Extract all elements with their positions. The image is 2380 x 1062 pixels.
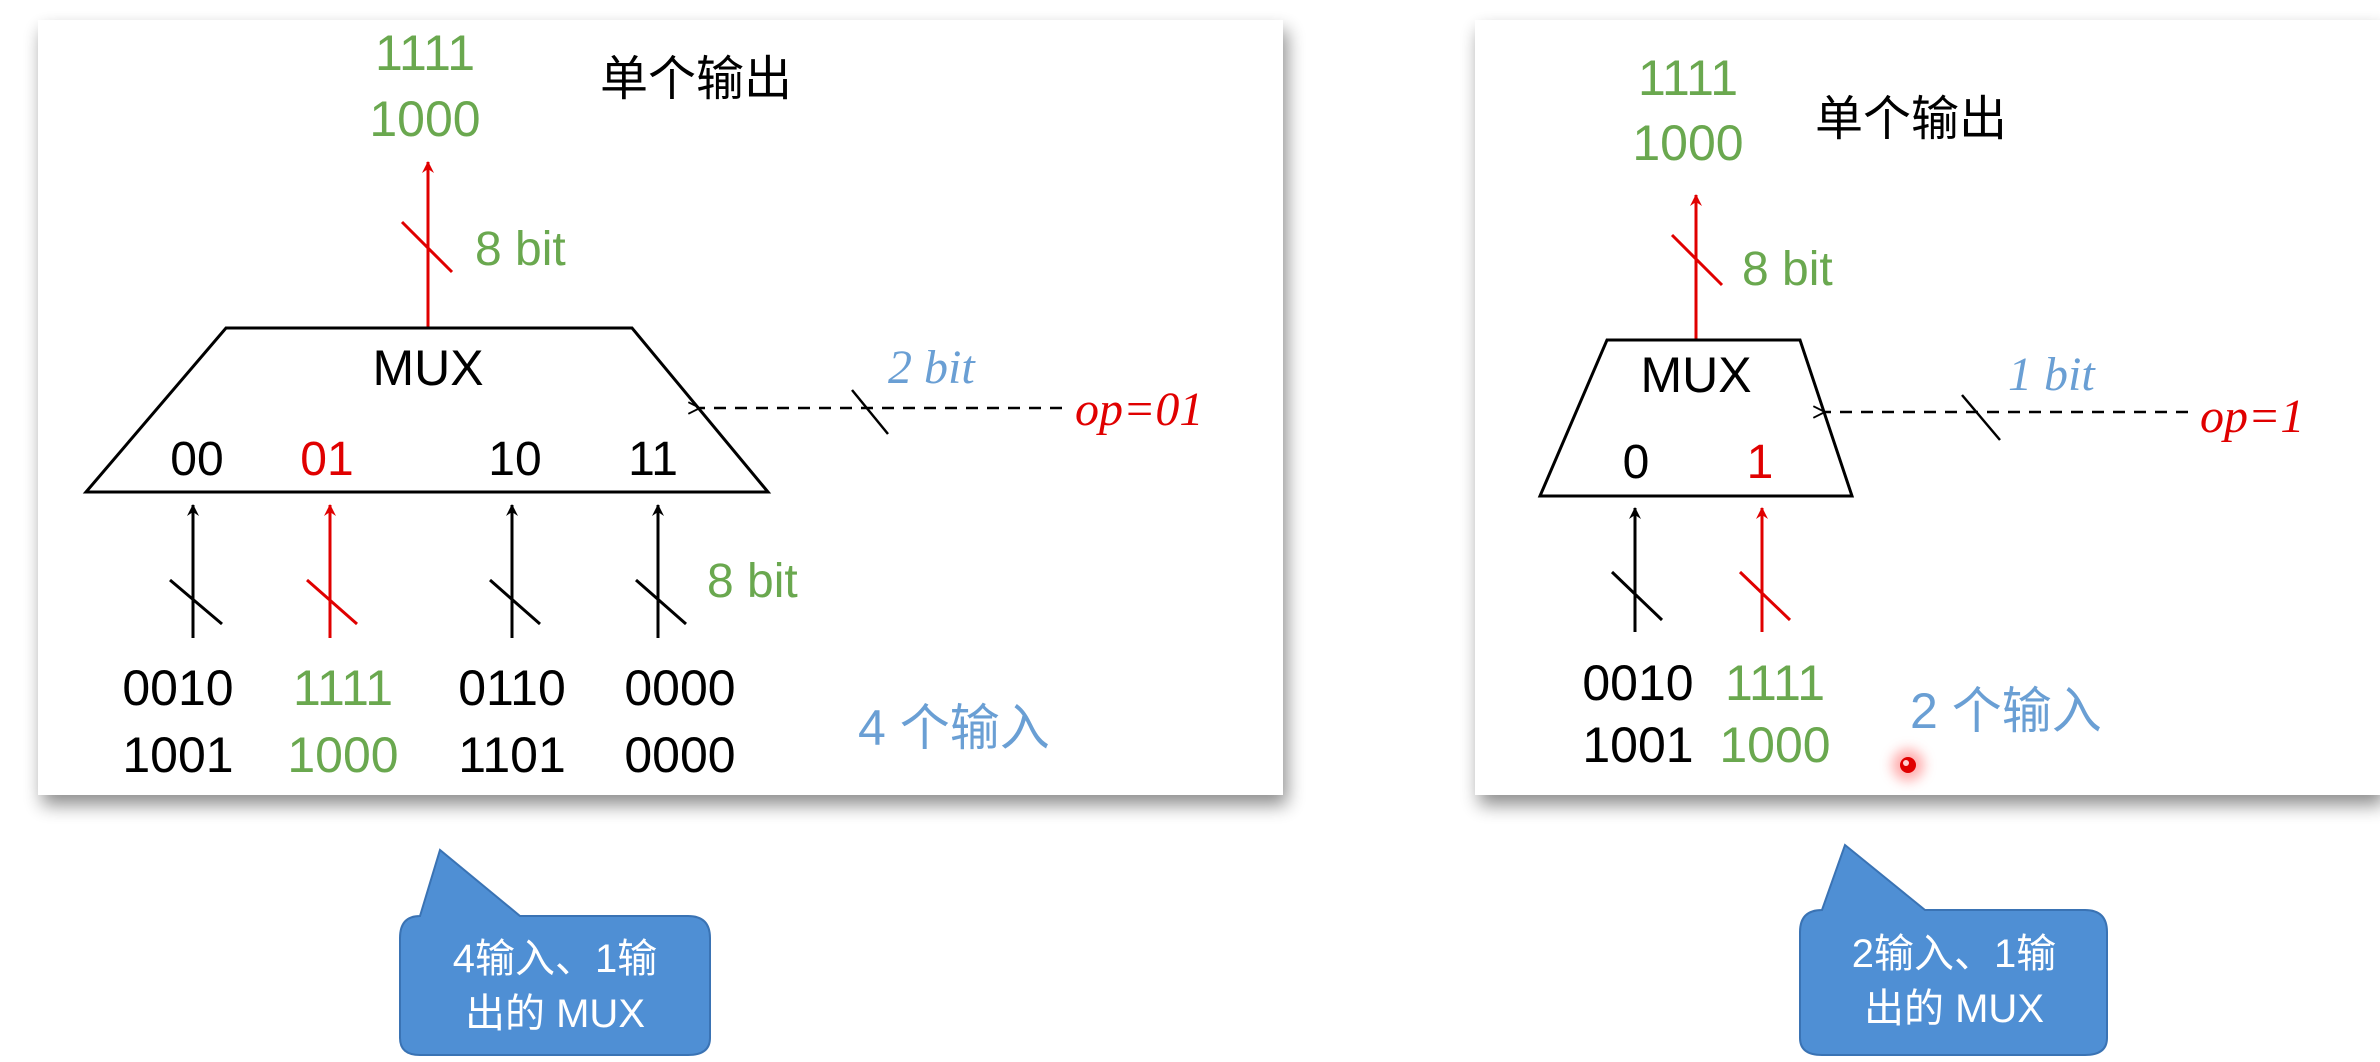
left-input-0-line1: 0010 — [122, 660, 233, 716]
right-callout: 2输入、1输 出的 MUX — [1799, 843, 2108, 1056]
left-input-1-line1: 1111 — [293, 660, 393, 716]
right-input-0-line1: 0010 — [1582, 655, 1693, 711]
left-callout-bubble — [399, 848, 711, 1056]
right-input-1-line2: 1000 — [1719, 717, 1830, 773]
left-mux-body — [82, 326, 772, 494]
left-input-width: 8 bit — [707, 555, 798, 608]
right-input-bus-slash-0 — [1610, 570, 1664, 622]
right-output-bus-slash — [1670, 233, 1724, 287]
left-input-2-line1: 0110 — [458, 660, 566, 716]
right-port-1: 1 — [1747, 436, 1774, 489]
right-panel: 1111 1000 单个输出 8 bit MUX 0 1 1 bit op=1 … — [1475, 20, 2380, 795]
left-port-00: 00 — [170, 433, 223, 486]
left-output-value-line1: 1111 — [375, 25, 475, 81]
left-port-01: 01 — [300, 433, 353, 486]
left-select-op: op=01 — [1075, 383, 1203, 436]
right-output-width: 8 bit — [1742, 243, 1833, 296]
right-mux-body — [1537, 338, 1855, 498]
left-panel: 1111 1000 单个输出 8 bit MUX 00 01 10 11 2 b… — [38, 20, 1283, 795]
left-output-bus-slash — [400, 220, 454, 274]
left-input-bus-slash-0 — [169, 578, 223, 626]
right-callout-bubble — [1799, 843, 2108, 1056]
left-select-bus-slash — [851, 389, 889, 435]
right-callout-line2: 出的 MUX — [1864, 987, 2044, 1031]
left-input-3-line1: 0000 — [624, 660, 735, 716]
left-input-count: 4 个输入 — [858, 700, 1050, 756]
right-output-value-line1: 1111 — [1638, 50, 1738, 106]
left-title: 单个输出 — [600, 53, 792, 106]
right-select-width: 1 bit — [2008, 348, 2096, 401]
left-callout-line2: 出的 MUX — [465, 992, 645, 1036]
left-input-2-line2: 1101 — [458, 727, 566, 783]
right-title: 单个输出 — [1815, 93, 2007, 146]
left-mux-label: MUX — [372, 340, 483, 396]
left-select-width: 2 bit — [888, 341, 976, 394]
left-input-bus-slash-3 — [635, 578, 687, 626]
left-input-1-line2: 1000 — [287, 727, 398, 783]
left-port-10: 10 — [488, 433, 541, 486]
left-input-bus-slash-2 — [489, 578, 541, 626]
left-output-value-line2: 1000 — [369, 91, 480, 147]
right-input-1-line1: 1111 — [1725, 655, 1825, 711]
right-callout-line1: 2输入、1输 — [1852, 932, 2057, 976]
left-input-3-line2: 0000 — [624, 727, 735, 783]
left-callout: 4输入、1输 出的 MUX — [399, 848, 711, 1056]
right-select-bus-slash — [1961, 394, 2001, 441]
right-input-bus-slash-1 — [1738, 570, 1792, 622]
left-output-width: 8 bit — [475, 223, 566, 276]
right-input-count: 2 个输入 — [1910, 683, 2102, 739]
left-input-bus-slash-1 — [306, 578, 358, 626]
right-output-value-line2: 1000 — [1632, 115, 1743, 171]
right-port-0: 0 — [1623, 436, 1650, 489]
laser-pointer-dot — [1892, 749, 1924, 781]
left-input-0-line2: 1001 — [122, 727, 233, 783]
right-input-0-line2: 1001 — [1582, 717, 1693, 773]
right-select-op: op=1 — [2200, 390, 2304, 443]
left-callout-line1: 4输入、1输 — [453, 937, 658, 981]
right-mux-label: MUX — [1640, 347, 1751, 403]
left-port-11: 11 — [628, 433, 678, 486]
